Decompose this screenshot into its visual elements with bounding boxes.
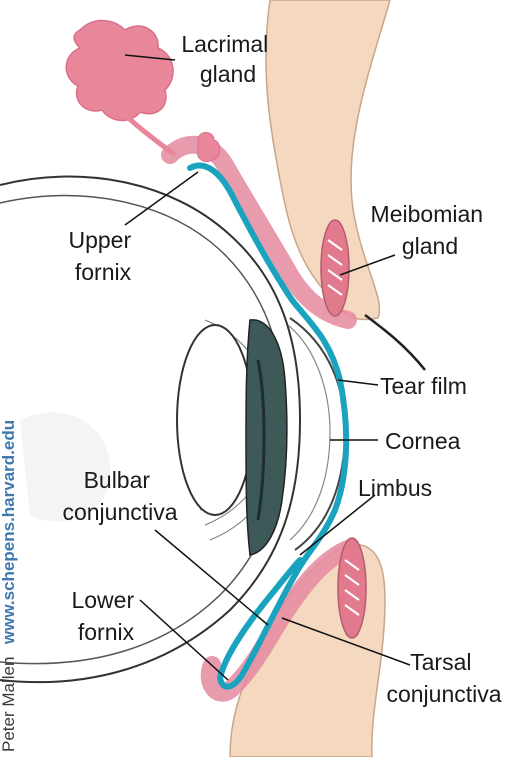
leader-lines [124, 54, 411, 681]
eyeball-sclera [0, 175, 302, 684]
accessory-gland [196, 132, 221, 163]
label-meibomian-gland: Meibomian gland [371, 201, 490, 259]
label-lower-fornix: Lower fornix [71, 587, 140, 645]
label-upper-fornix: Upper fornix [68, 227, 137, 285]
upper-eyelash [364, 314, 426, 371]
lacrimal-duct [118, 108, 177, 157]
label-cornea: Cornea [385, 428, 461, 454]
svg-text:Peter Mallen www.schepen: Peter Mallen www.schepens.harvard.edu [0, 420, 18, 752]
label-tear-film: Tear film [380, 373, 467, 399]
leader-lower-fornix [139, 599, 229, 681]
anterior-chamber [287, 324, 331, 541]
leader-tarsal-conjunctiva [281, 617, 411, 666]
leader-tear-film [337, 379, 379, 386]
label-tarsal-conjunctiva: Tarsal conjunctiva [386, 649, 501, 707]
tear-film-line [187, 162, 350, 690]
leader-limbus [299, 494, 376, 556]
lower-meibomian-gland [337, 537, 367, 639]
image-credit: Peter Mallen www.schepens.harvard.edu [0, 420, 18, 752]
cornea [289, 317, 347, 551]
leader-meibomian-gland [339, 254, 396, 276]
iris [245, 319, 288, 556]
label-lacrimal-gland: Lacrimal gland [181, 31, 274, 87]
leader-bulbar-conjunctiva [154, 529, 269, 626]
lens [176, 324, 254, 516]
background-shading [20, 412, 110, 522]
upper-meibomian-gland [320, 219, 350, 317]
label-limbus: Limbus [358, 475, 432, 501]
iris-detail [256, 359, 266, 521]
label-bulbar-conjunctiva: Bulbar conjunctiva [62, 467, 177, 525]
upper-eyelid [265, 0, 391, 321]
credit-url: www.schepens.harvard.edu [0, 420, 18, 645]
credit-author: Peter Mallen [0, 657, 18, 752]
lower-conjunctiva [200, 539, 359, 702]
leader-lacrimal-gland [124, 54, 176, 61]
leader-upper-fornix [124, 171, 199, 226]
lacrimal-gland [65, 19, 174, 122]
